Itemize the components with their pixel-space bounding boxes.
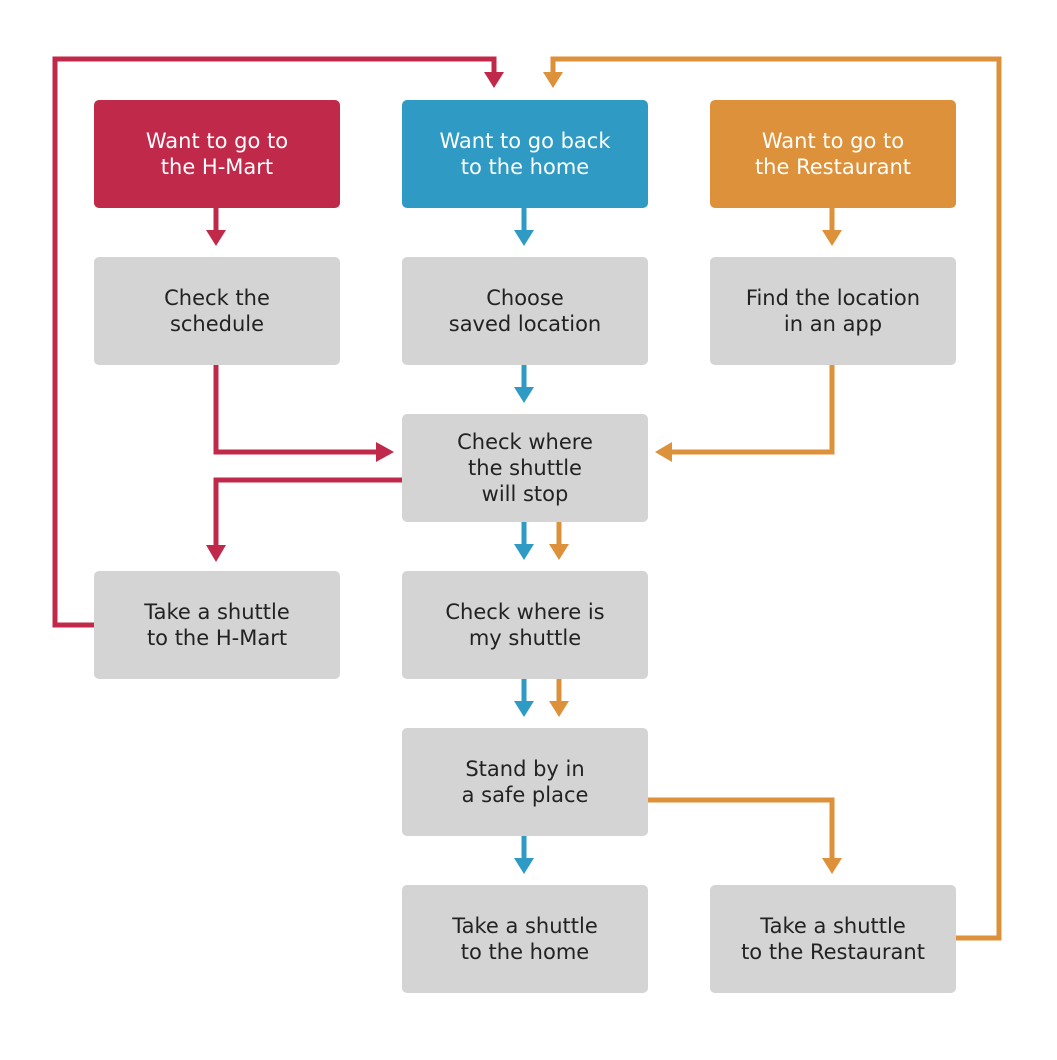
hmart-route [52,56,497,628]
home-start-box: Want to go back to the home [402,100,648,208]
arrowhead-restaurant-1 [822,230,842,246]
take-shuttle-home-label: Take a shuttle to the home [452,914,598,964]
arrowhead-hmart-4 [484,72,504,88]
stand-by-label: Stand by in a safe place [461,757,589,807]
arrowhead-restaurant-2 [655,442,672,462]
check-stop-label: Check where the shuttle will stop [457,430,593,506]
arrowhead-home-2 [514,387,534,403]
restaurant-arrowheads [543,72,842,874]
hmart-start-box: Want to go to the H-Mart [94,100,340,208]
find-location-label: Find the location in an app [745,286,921,336]
hmart-arrowheads [206,72,504,562]
home-start-label: Want to go back to the home [439,129,611,179]
arrow-schedule-to-check-stop [213,364,378,455]
take-shuttle-restaurant-box: Take a shuttle to the Restaurant [710,885,956,993]
choose-saved-location-box: Choose saved location [402,257,648,365]
arrow-stand-by-to-take-restaurant [647,797,835,860]
arrowhead-restaurant-3 [549,544,569,560]
arrow-find-to-check-stop [670,364,835,455]
take-shuttle-hmart-label: Take a shuttle to the H-Mart [144,600,290,650]
check-schedule-label: Check the schedule [164,286,270,336]
check-schedule-box: Check the schedule [94,257,340,365]
choose-saved-location-label: Choose saved location [448,286,602,336]
home-arrowheads [514,230,534,874]
check-stop-box: Check where the shuttle will stop [402,414,648,522]
find-location-box: Find the location in an app [710,257,956,365]
hmart-start-label: Want to go to the H-Mart [145,129,289,179]
check-shuttle-box: Check where is my shuttle [402,571,648,679]
take-shuttle-restaurant-label: Take a shuttle to the Restaurant [741,914,925,964]
restaurant-start-box: Want to go to the Restaurant [710,100,956,208]
restaurant-start-label: Want to go to the Restaurant [754,129,912,179]
arrowhead-hmart-2 [376,442,394,462]
arrowhead-home-5 [514,858,534,874]
arrowhead-home-4 [514,701,534,717]
arrowhead-home-1 [514,230,534,246]
arrow-take-hmart-loop-to-home [52,56,497,628]
arrow-take-restaurant-loop-to-home [550,56,1002,941]
arrowhead-restaurant-4 [549,701,569,717]
arrow-check-stop-to-take-hmart [213,477,402,547]
arrowhead-restaurant-5 [822,858,842,874]
arrowhead-hmart-3 [206,545,226,562]
stand-by-box: Stand by in a safe place [402,728,648,836]
take-shuttle-home-box: Take a shuttle to the home [402,885,648,993]
arrowhead-restaurant-6 [543,72,563,88]
arrowhead-hmart-1 [206,230,226,246]
restaurant-route [550,56,1002,941]
arrowhead-home-3 [514,544,534,560]
take-shuttle-hmart-box: Take a shuttle to the H-Mart [94,571,340,679]
check-shuttle-label: Check where is my shuttle [445,600,605,650]
